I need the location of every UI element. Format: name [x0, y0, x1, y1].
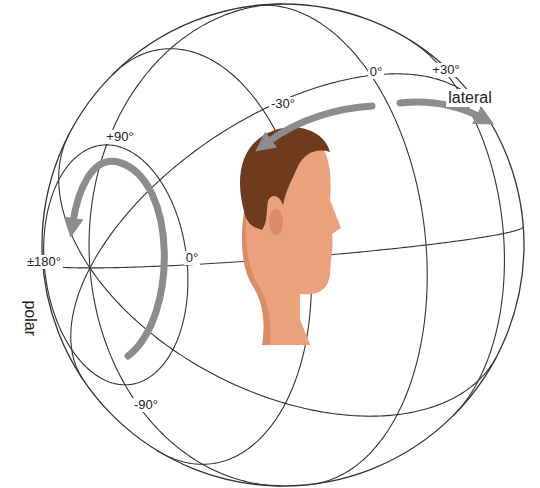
direction-label: lateral	[446, 89, 494, 107]
angle-label: -90°	[132, 398, 160, 413]
sphere-grid	[42, 4, 524, 486]
grid-line	[409, 40, 504, 416]
angle-label: 0°	[184, 251, 200, 266]
head-figure	[240, 127, 341, 345]
ear	[269, 209, 283, 235]
angle-label: ±180°	[25, 255, 63, 270]
angle-label: +30°	[430, 63, 461, 78]
angle-label: 0°	[368, 65, 384, 80]
direction-label: polar	[21, 298, 39, 338]
angle-label: -30°	[269, 97, 297, 112]
grid-line	[112, 49, 170, 75]
rotation-arrows	[73, 102, 480, 356]
angle-label: +90°	[104, 130, 135, 145]
polar-arrow	[73, 161, 164, 356]
grid-line	[71, 268, 90, 379]
sphere-outline	[42, 4, 524, 486]
grid-line	[44, 145, 188, 385]
hair	[240, 127, 330, 230]
grid-line	[90, 268, 281, 486]
